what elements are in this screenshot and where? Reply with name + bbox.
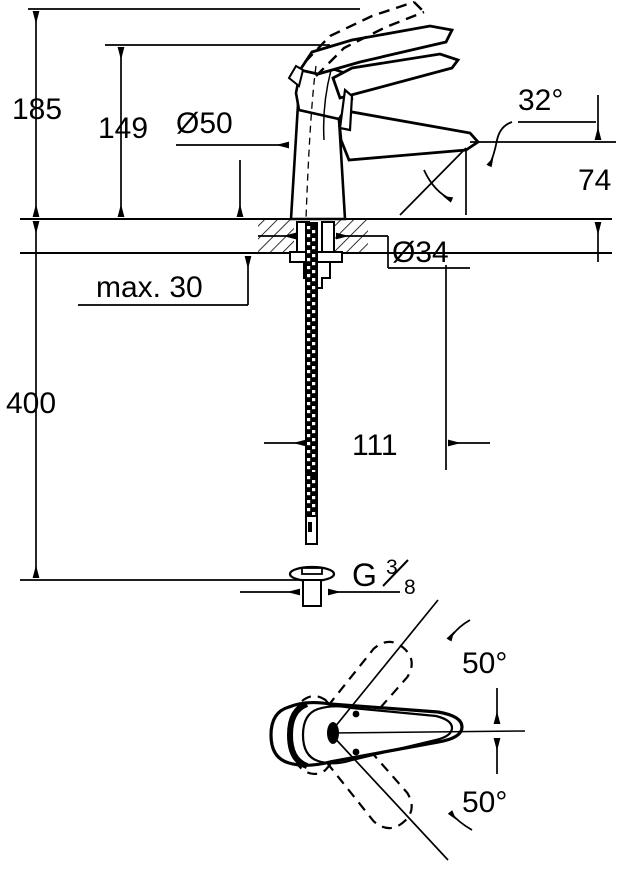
dimension-thread-g38: G 3 8 (240, 556, 416, 599)
dimension-50deg-upper: 50° (329, 599, 507, 734)
dimension-d34: Ø34 (258, 232, 470, 269)
dimension-d34-label: Ø34 (392, 236, 449, 269)
plan-centre-line (329, 730, 526, 734)
dimension-50deg-upper-label: 50° (462, 647, 507, 680)
dimension-74: 74 (470, 95, 616, 262)
lever-handle-raised-dashed (304, 0, 425, 77)
dimension-111-label: 111 (352, 429, 398, 462)
dimension-max30-label: max. 30 (96, 271, 203, 304)
dimension-111: 111 (264, 265, 490, 470)
dimension-400-label: 400 (6, 387, 56, 420)
handle-dot-lower (352, 748, 360, 756)
dimension-32deg: 32° (399, 84, 596, 216)
body-construction-arc-2 (322, 69, 332, 141)
dimension-50deg-lower: 50° (329, 732, 507, 861)
handle-plan-solid (269, 700, 464, 769)
dimension-400: 400 (6, 221, 56, 578)
dimension-max30: max. 30 (78, 256, 252, 306)
dimension-50deg-lower-label: 50° (462, 786, 507, 819)
spout-neck (338, 87, 354, 132)
thread-numerator-label: 3 (386, 556, 398, 579)
dimension-149: 149 (98, 47, 148, 217)
dimension-d50-label: Ø50 (176, 107, 233, 140)
hose-end-connector (288, 565, 336, 607)
flexible-hose-upper (305, 222, 318, 480)
thread-letter-label: G (352, 557, 377, 593)
lever-pivot-nub (287, 64, 305, 88)
dimension-74-label: 74 (578, 164, 611, 197)
dimension-185: 185 (12, 11, 62, 217)
spout-outlet (337, 110, 481, 162)
flexible-hose-lower (305, 472, 318, 545)
dimension-d50: Ø50 (176, 107, 289, 217)
dimension-32deg-label: 32° (518, 84, 563, 117)
lever-handle-underside (299, 41, 447, 76)
body-construction-arc-1 (305, 65, 317, 220)
handle-dot-upper (352, 710, 360, 718)
thread-denominator-label: 8 (404, 576, 416, 599)
mounting-stud-right (321, 221, 335, 253)
dimension-185-label: 185 (12, 93, 62, 126)
dimension-149-label: 149 (98, 112, 148, 145)
handle-plan-rotated-down (293, 695, 413, 830)
